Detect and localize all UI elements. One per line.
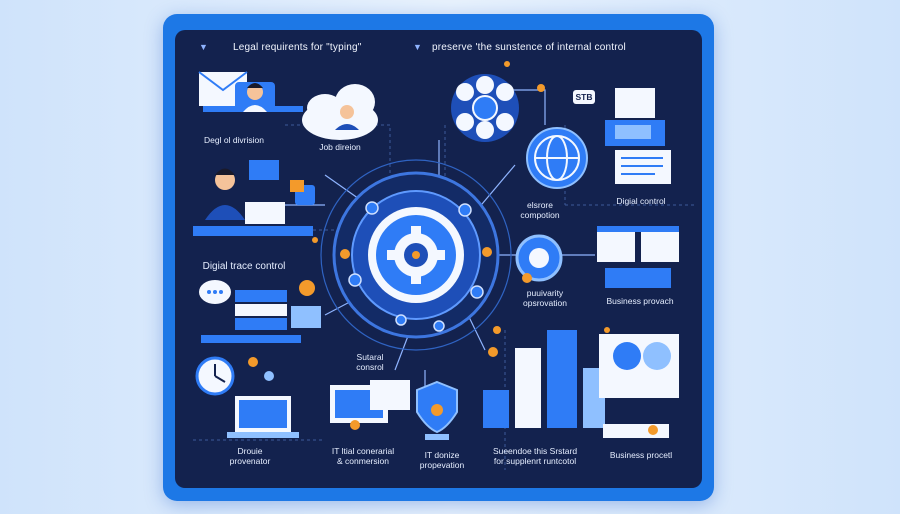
label-job-division: Job direion xyxy=(319,142,361,152)
label-sustain-standard: Sueendoe this Srstard for supplenrt runt… xyxy=(492,446,578,466)
worker-at-desk-icon xyxy=(193,160,315,236)
label-it-final-control: IT ltial conerarial & conmersion xyxy=(331,446,395,466)
network-cluster-icon xyxy=(451,74,519,142)
calendar-icon xyxy=(597,226,679,288)
shield-icon xyxy=(416,380,458,440)
person-avatar-icon xyxy=(235,82,275,112)
label-business-provach: Business provach xyxy=(606,296,674,306)
central-hub xyxy=(320,159,512,351)
cloud-icon xyxy=(302,84,378,140)
infographic-panel: ▼ ▼ Legal requirents for "typing" preser… xyxy=(175,30,702,488)
server-stack-icon xyxy=(201,280,321,343)
document-card-icon xyxy=(599,334,679,438)
stb-badge xyxy=(573,90,595,104)
laptop-icon xyxy=(227,396,299,438)
label-digital-division: Degl ol divrision xyxy=(204,135,264,145)
monitor-icon xyxy=(330,380,410,430)
clock-icon xyxy=(195,356,274,396)
chevron-down-icon: ▼ xyxy=(413,42,422,52)
label-sutaral-control: Sutaral consrol xyxy=(356,352,384,372)
label-store-composition: elsrore compotion xyxy=(520,200,560,220)
header-right: preserve 'the sunstence of internal cont… xyxy=(432,42,626,53)
diagram-canvas xyxy=(193,61,695,470)
label-digital-control: Digial control xyxy=(616,196,666,206)
chevron-down-icon: ▼ xyxy=(199,42,208,52)
gear-badge-icon xyxy=(515,234,563,283)
label-publicity-provocation: puuivarity opsrovation xyxy=(523,288,567,308)
label-stb: STB xyxy=(575,92,593,102)
building-chart-icon xyxy=(483,330,605,428)
document-stack-icon xyxy=(605,88,671,184)
label-business-procedure: Business procetl xyxy=(609,450,673,460)
header-left: Legal requirents for "typing" xyxy=(233,42,362,53)
label-digital-trace-control: Digial trace control xyxy=(202,261,286,272)
label-it-device-proposition: IT donize propevation xyxy=(419,450,465,470)
label-private-provenator: Drouie provenator xyxy=(229,446,271,466)
globe-icon xyxy=(526,127,588,189)
chat-bubble-icon xyxy=(199,280,231,304)
